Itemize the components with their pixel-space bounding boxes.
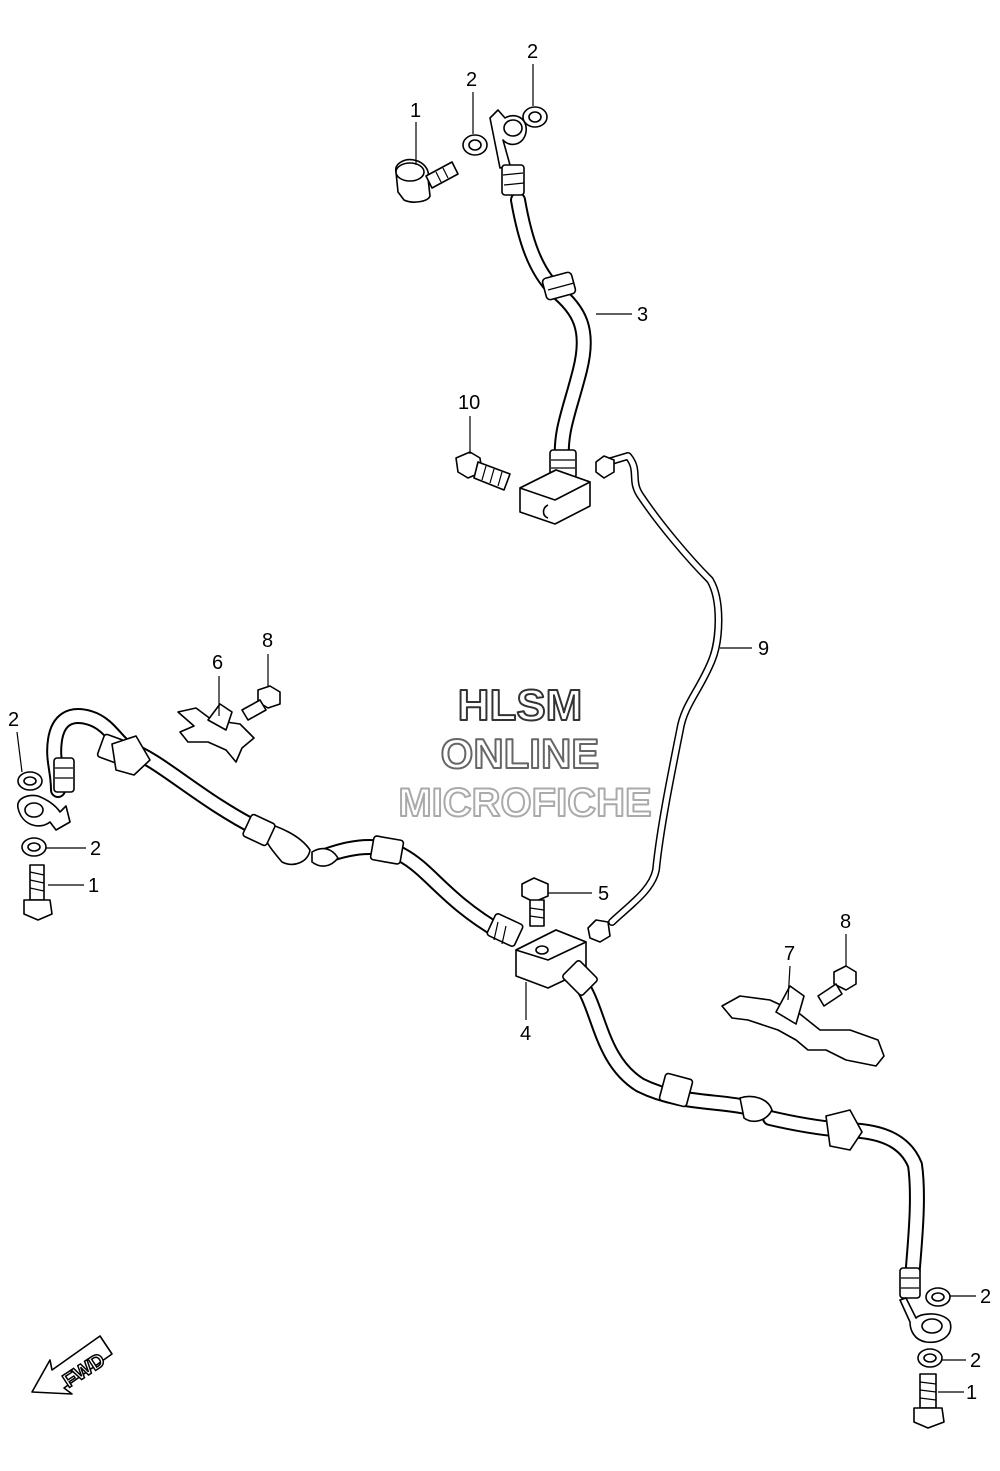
watermark-line-1: HLSM <box>458 681 583 730</box>
bolt-8-left <box>241 685 281 721</box>
bolt-5 <box>521 877 549 927</box>
callout-2-right-b: 2 <box>970 1350 981 1372</box>
brake-hose-upper <box>489 109 592 479</box>
clamp-7 <box>721 985 885 1067</box>
callout-labels: 1 2 2 3 10 9 6 8 2 2 1 5 4 7 8 2 2 1 <box>8 41 991 1404</box>
callout-4: 4 <box>520 1023 531 1045</box>
junction-block-upper <box>519 469 591 525</box>
sealing-washer-right-a <box>925 1287 951 1307</box>
forward-direction-arrow: FWD <box>31 1335 113 1395</box>
callout-2-right-a: 2 <box>980 1286 991 1308</box>
sealing-washer-left-b <box>21 837 47 857</box>
watermark-line-3: MICROFICHE <box>398 781 651 825</box>
watermark: HLSM ONLINE MICROFICHE <box>397 680 652 826</box>
callout-1-upper: 1 <box>410 100 421 122</box>
brake-pipe <box>587 452 723 943</box>
brake-hose-left <box>17 708 524 948</box>
callout-1-right: 1 <box>966 1382 977 1404</box>
leader-lines <box>16 64 976 1393</box>
banjo-bolt-right <box>913 1373 945 1429</box>
callout-2-upper-a: 2 <box>466 69 477 91</box>
callout-2-left-b: 2 <box>90 838 101 860</box>
callout-6: 6 <box>212 652 223 674</box>
callout-8-left: 8 <box>262 630 273 652</box>
callout-2-left-a: 2 <box>8 709 19 731</box>
sealing-washer-left-a <box>17 771 43 791</box>
sealing-washer-upper-a <box>462 134 488 156</box>
callout-7: 7 <box>784 943 795 965</box>
brake-hose-right <box>562 960 952 1344</box>
callout-10: 10 <box>458 392 480 414</box>
banjo-bolt-left <box>23 864 53 921</box>
banjo-bolt-upper <box>394 158 459 203</box>
bolt-8-right <box>817 965 857 1007</box>
watermark-line-2: ONLINE <box>441 730 600 777</box>
callout-5: 5 <box>598 883 609 905</box>
sealing-washer-upper-b <box>522 106 548 128</box>
callout-9: 9 <box>758 638 769 660</box>
bolt-10 <box>455 451 511 491</box>
clamp-6 <box>177 703 255 763</box>
callout-1-left: 1 <box>88 875 99 897</box>
sealing-washer-right-b <box>917 1348 943 1368</box>
callout-8-right: 8 <box>840 911 851 933</box>
callout-3: 3 <box>637 304 648 326</box>
callout-2-upper-b: 2 <box>527 41 538 63</box>
